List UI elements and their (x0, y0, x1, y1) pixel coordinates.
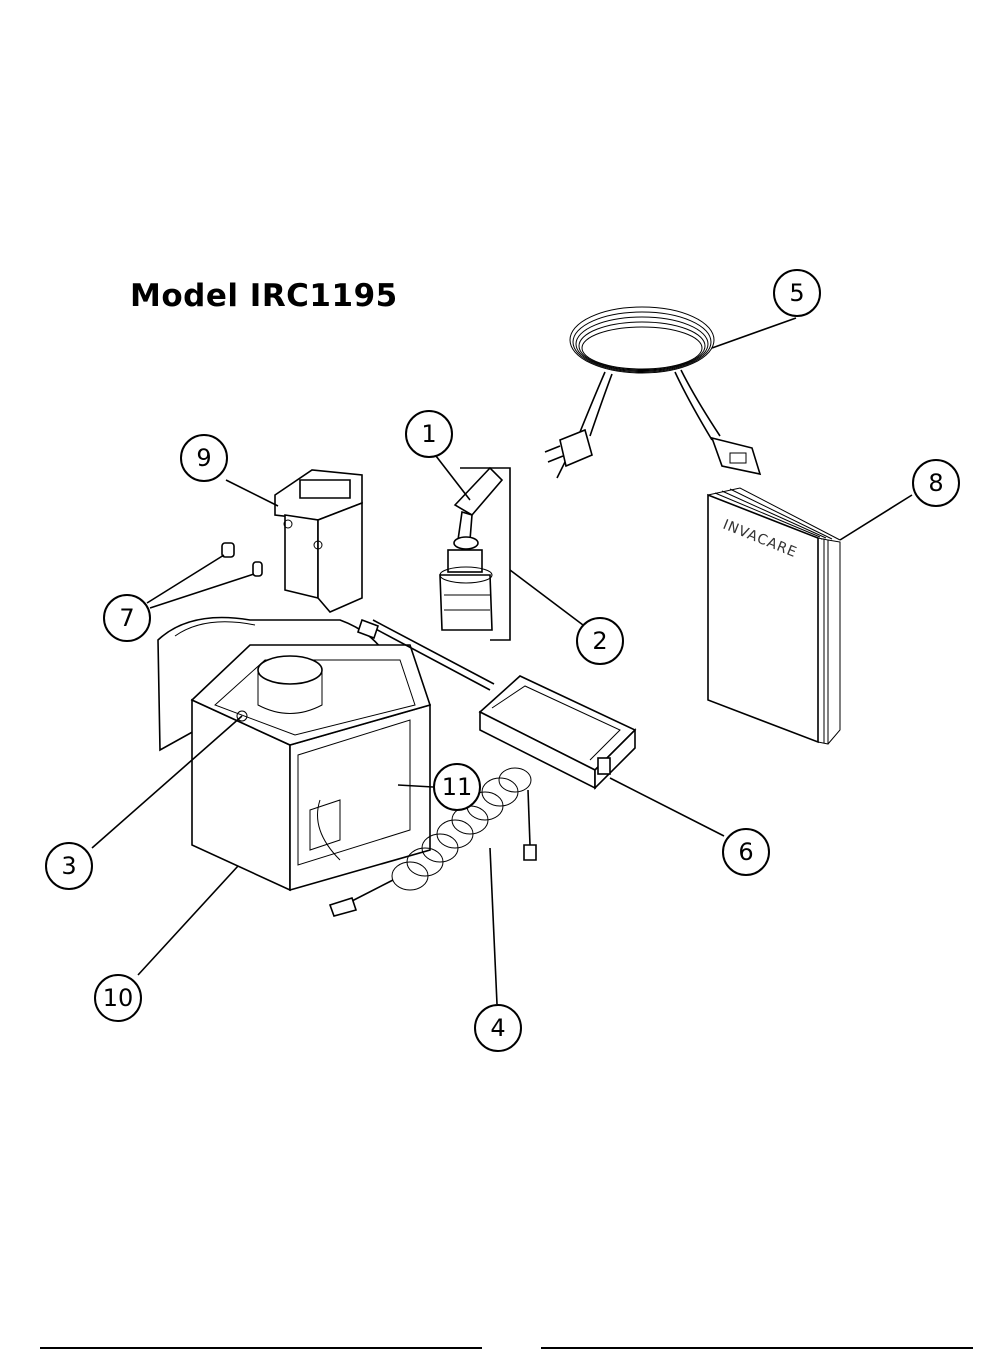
callout-10-label: 10 (103, 984, 134, 1012)
callout-5: 5 (774, 270, 820, 316)
callout-7: 7 (104, 595, 150, 641)
callout-10: 10 (95, 975, 141, 1021)
callout-1: 1 (406, 411, 452, 457)
callout-7-label: 7 (119, 604, 134, 632)
callout-8: 8 (913, 460, 959, 506)
power-cord (545, 307, 760, 478)
mouthpiece-assembly (440, 468, 510, 640)
callout-6: 6 (723, 829, 769, 875)
callout-9-label: 9 (196, 444, 211, 472)
callout-1-label: 1 (421, 420, 436, 448)
callout-4-label: 4 (490, 1014, 505, 1042)
callout-6-label: 6 (738, 838, 753, 866)
callout-11-label: 11 (442, 773, 473, 801)
callout-2: 2 (577, 618, 623, 664)
callout-5-label: 5 (789, 279, 804, 307)
callout-9: 9 (181, 435, 227, 481)
cup-holder (275, 470, 362, 612)
footer-rule-right (541, 1347, 973, 1349)
small-caps (222, 543, 262, 576)
footer-rule-left (40, 1347, 482, 1349)
callout-2-label: 2 (592, 627, 607, 655)
callout-8-label: 8 (928, 469, 943, 497)
callout-3-label: 3 (61, 852, 76, 880)
callout-11: 11 (434, 764, 480, 810)
instruction-manual: INVACARE (708, 488, 840, 744)
callout-3: 3 (46, 843, 92, 889)
callout-4: 4 (475, 1005, 521, 1051)
